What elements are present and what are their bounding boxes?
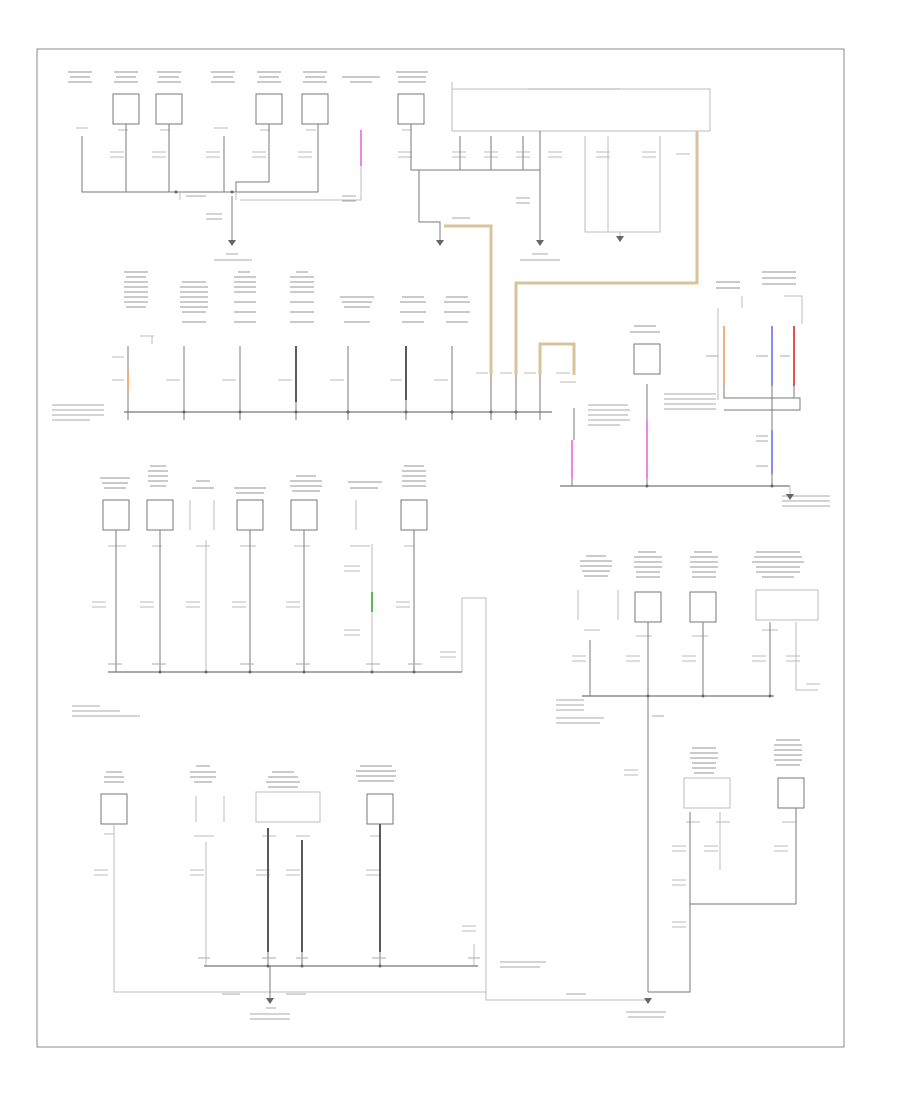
component-box — [255, 93, 283, 125]
wire-tan-2 — [514, 131, 699, 375]
lower-right-component-group — [648, 739, 805, 993]
top-component-group — [68, 71, 711, 375]
component-box — [146, 499, 174, 531]
component-box — [400, 499, 428, 531]
bottom-left-component-group — [94, 765, 666, 1020]
lower-left-component-group — [72, 465, 487, 1000]
component-box — [102, 499, 130, 531]
component-box — [155, 93, 183, 125]
component-box — [236, 499, 264, 531]
component-box — [112, 93, 140, 125]
component-box — [689, 591, 717, 623]
component-box — [290, 499, 318, 531]
middle-ground-bus-group — [52, 271, 830, 507]
component-box — [397, 93, 425, 125]
wire-tan-1 — [444, 224, 493, 375]
diagram-frame — [36, 48, 845, 1048]
right-mid-component-group — [556, 551, 820, 992]
component-box — [366, 793, 394, 825]
component-box — [633, 343, 661, 375]
component-box — [100, 793, 128, 825]
component-box — [777, 777, 805, 809]
component-box — [634, 591, 662, 623]
component-box — [301, 93, 329, 125]
